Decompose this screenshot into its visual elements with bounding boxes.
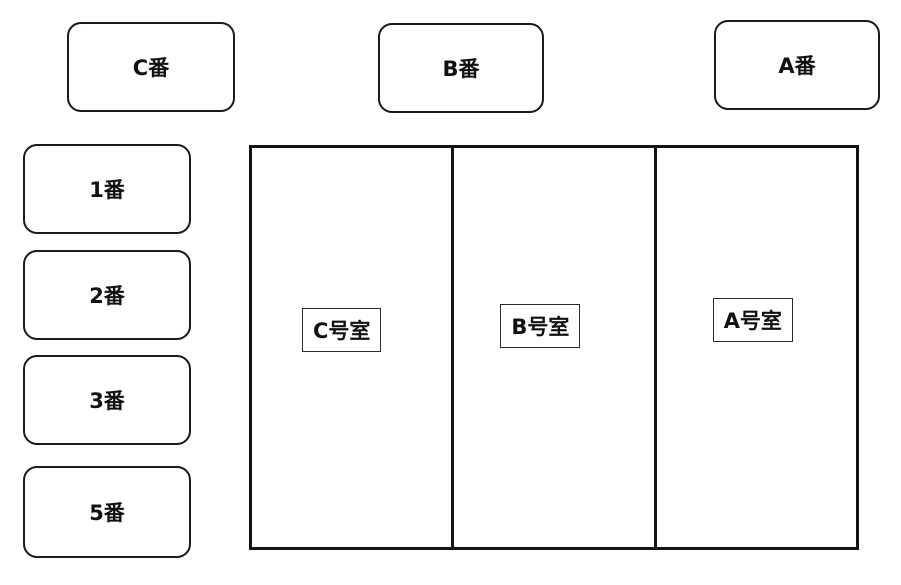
room-a: A号室 <box>653 148 856 547</box>
side-box-3: 3番 <box>23 355 191 445</box>
building-outline: C号室 B号室 A号室 <box>249 145 859 550</box>
top-box-label: B番 <box>442 57 480 81</box>
side-box-label: 1番 <box>89 178 125 202</box>
room-label-a: A号室 <box>712 298 793 342</box>
room-label-text: A号室 <box>723 309 782 333</box>
side-box-5: 5番 <box>23 466 191 558</box>
room-label-text: C号室 <box>313 319 371 343</box>
room-label-b: B号室 <box>500 304 581 348</box>
side-box-2: 2番 <box>23 250 191 340</box>
side-box-1: 1番 <box>23 144 191 234</box>
side-box-label: 5番 <box>89 501 125 525</box>
top-box-b: B番 <box>378 23 544 113</box>
side-box-label: 3番 <box>89 389 125 413</box>
top-box-c: C番 <box>67 22 235 112</box>
room-b: B号室 <box>451 148 653 547</box>
top-box-label: A番 <box>778 54 816 78</box>
room-label-c: C号室 <box>302 308 382 352</box>
side-box-label: 2番 <box>89 284 125 308</box>
room-c: C号室 <box>252 148 451 547</box>
top-box-label: C番 <box>132 56 170 80</box>
top-box-a: A番 <box>714 20 880 110</box>
room-label-text: B号室 <box>511 315 570 339</box>
